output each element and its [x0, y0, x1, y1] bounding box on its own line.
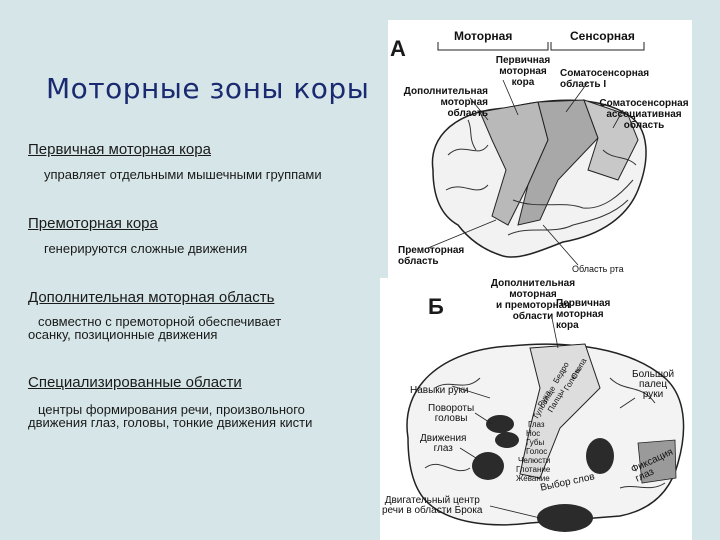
figure-a-header-motor: Моторная [454, 29, 513, 43]
section-text-primary-motor: управляет отдельными мышечными группами [44, 167, 322, 182]
figure-b-letter: Б [428, 294, 444, 319]
figure-b-bodymap-chewing: Жевание [516, 474, 550, 483]
section-text-supplementary-line1: совместно с премоторной обеспечивает [38, 314, 282, 329]
figure-b-bodymap-voice: Голос [526, 447, 548, 456]
figure-b-bodymap-lips: Губы [526, 438, 545, 447]
figure-b-bodymap-nose: Нос [526, 429, 541, 438]
section-heading-primary-motor: Первичная моторная кора [28, 141, 211, 158]
section-text-premotor: генерируются сложные движения [44, 241, 248, 256]
figure-b-bodymap-swallowing: Глотание [516, 465, 551, 474]
figure-a-drawing [427, 42, 647, 266]
figure-a-letter: А [390, 36, 406, 61]
slide-title: Моторные зоны коры [46, 72, 370, 105]
section-heading-premotor: Премоторная кора [28, 215, 158, 232]
section-text-supplementary-line2: осанку, позиционные движения [28, 327, 218, 342]
section-text-specialized-line1: центры формирования речи, произвольного [38, 402, 305, 417]
figure-a-header-sensory: Сенсорная [570, 29, 635, 43]
figure-b-bodymap-eye: Глаз [528, 420, 545, 429]
section-heading-supplementary: Дополнительная моторная область [28, 289, 275, 306]
figure-b-label-hand-skills: Навыки руки [410, 385, 469, 396]
figure-a-label-mouth: Область рта [572, 264, 624, 274]
section-text-specialized-line2: движения глаз, головы, тонкие движения к… [28, 415, 313, 430]
figure-b-bodymap-jaws: Челюсти [518, 456, 551, 465]
figure-b-drawing [406, 317, 685, 532]
section-heading-specialized: Специализированные области [28, 374, 242, 391]
